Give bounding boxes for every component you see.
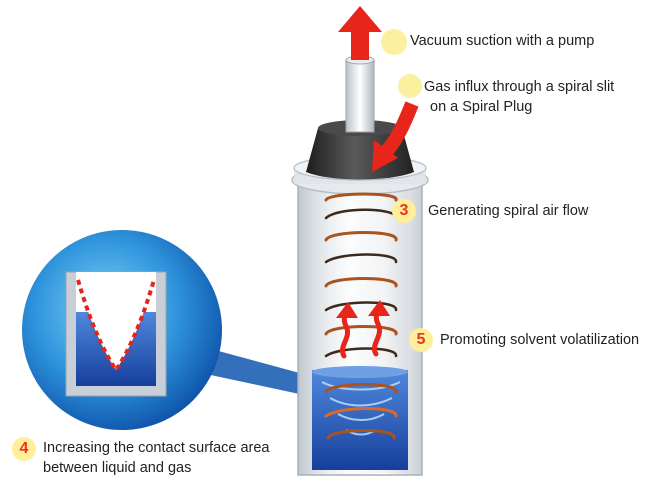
spiral-airflow [324,192,398,440]
liquid-meniscus [76,279,156,374]
step-4-label-line1: Increasing the contact surface area [43,440,270,456]
step-5-label: Promoting solvent volatilization [440,332,640,348]
step-4-badge: 4 [12,437,36,461]
step-2-label-line1: Gas influx through a spiral slit [424,79,615,95]
liquid-vortex [321,381,401,436]
step-4-label-line2: between liquid and gas [43,460,192,476]
step-1-label: Vacuum suction with a pump [410,33,595,49]
spiral-plug [306,55,414,180]
step2-marker [398,74,422,98]
step1-marker [381,29,407,55]
curved-arrow-icon [372,101,419,172]
step-3-badge: 3 [392,199,416,223]
sample-tube [291,155,429,476]
zoom-magnifier [22,230,222,430]
step-2-label-line2: on a Spiral Plug [430,99,533,115]
step-3-label: Generating spiral air flow [428,203,589,219]
up-arrow-icon [338,6,382,60]
step-5-badge: 5 [409,328,433,352]
